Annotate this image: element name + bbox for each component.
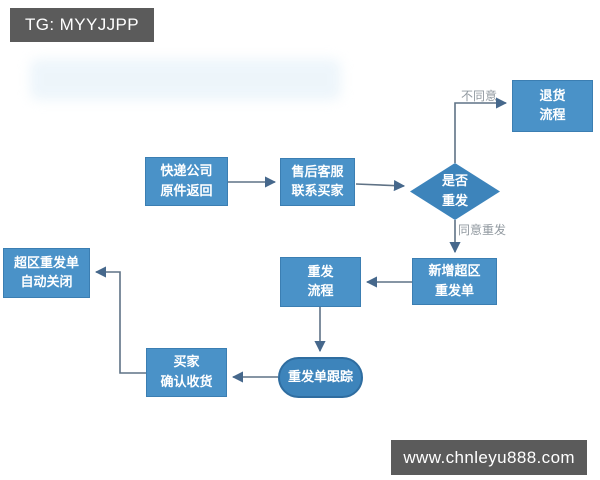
- node-buyer-confirm: 买家 确认收货: [146, 348, 227, 397]
- node-courier-return: 快递公司 原件返回: [145, 157, 228, 206]
- node-resend-process: 重发 流程: [280, 257, 361, 307]
- redacted-title-blur: [30, 59, 341, 100]
- node-return-process: 退货 流程: [512, 80, 593, 132]
- node-after-sales: 售后客服 联系买家: [280, 158, 355, 206]
- edge-decision-to-return: [454, 97, 508, 163]
- edge-service-to-decision: [355, 179, 406, 192]
- node-resend-tracking: 重发单跟踪: [278, 357, 363, 398]
- edge-label-disagree: 不同意: [461, 89, 498, 103]
- edge-label-agree: 同意重发: [458, 223, 507, 237]
- tg-tag-badge: TG: MYYJJPP: [10, 8, 154, 42]
- node-new-resend-order: 新增超区 重发单: [412, 258, 497, 305]
- watermark-badge: www.chnleyu888.com: [391, 440, 587, 475]
- edge-buyer-to-autoclose: [94, 266, 146, 374]
- node-auto-close: 超区重发单 自动关闭: [3, 248, 90, 298]
